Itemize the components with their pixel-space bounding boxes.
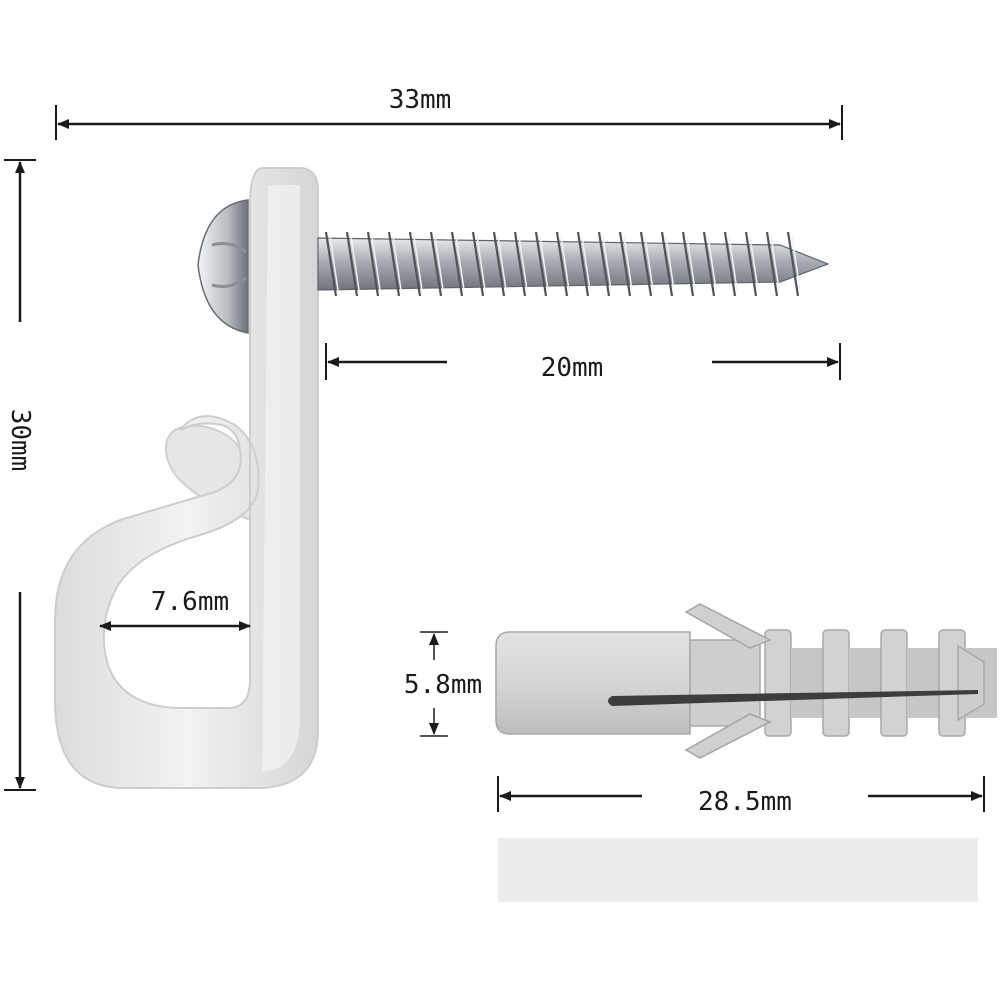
wall-anchor bbox=[495, 603, 997, 759]
plastic-hook bbox=[54, 167, 319, 789]
dimension-overall-width: 33mm bbox=[55, 85, 843, 140]
thread-ridge bbox=[387, 231, 401, 297]
thread-ridge bbox=[744, 231, 758, 297]
anchor-collar bbox=[689, 639, 761, 727]
hook-body bbox=[54, 167, 319, 789]
screw-head-slot bbox=[211, 242, 247, 288]
anchor-tube bbox=[495, 631, 691, 735]
thread-ridge bbox=[345, 231, 359, 297]
anchor-rib bbox=[764, 629, 792, 737]
thread-highlight bbox=[497, 235, 507, 291]
thread-ridge bbox=[429, 231, 443, 297]
thread-highlight bbox=[413, 235, 423, 291]
dimension-anchor-length: 28.5mm bbox=[497, 776, 985, 817]
thread-highlight bbox=[455, 235, 465, 291]
thread-ridge bbox=[366, 231, 380, 297]
thread-ridge bbox=[723, 231, 737, 297]
screw-shank bbox=[317, 237, 830, 291]
thread-ridge bbox=[660, 231, 674, 297]
anchor-rib-gap bbox=[849, 648, 881, 718]
thread-highlight bbox=[371, 235, 381, 291]
thread-highlight bbox=[329, 235, 339, 291]
thread-ridge bbox=[471, 231, 485, 297]
anchor-length-label: 28.5mm bbox=[698, 787, 792, 817]
thread-ridge bbox=[513, 231, 527, 297]
screw-length-label: 20mm bbox=[541, 353, 604, 383]
anchor-rib bbox=[822, 629, 850, 737]
thread-ridge bbox=[492, 231, 506, 297]
anchor-tip bbox=[957, 644, 985, 722]
thread-ridge bbox=[702, 231, 716, 297]
thread-ridge bbox=[618, 231, 632, 297]
thread-highlight bbox=[749, 235, 759, 291]
anchor-slot bbox=[608, 690, 978, 706]
thread-highlight bbox=[791, 235, 801, 291]
dimension-hook-opening: 7.6mm bbox=[99, 587, 251, 631]
thread-ridge bbox=[576, 231, 590, 297]
thread-highlight bbox=[728, 235, 738, 291]
thread-highlight bbox=[476, 235, 486, 291]
anchor-rib bbox=[880, 629, 908, 737]
thread-ridge bbox=[408, 231, 422, 297]
thread-highlight bbox=[581, 235, 591, 291]
thread-highlight bbox=[392, 235, 402, 291]
thread-highlight bbox=[665, 235, 675, 291]
hook-face-highlight bbox=[262, 185, 300, 772]
thread-highlight bbox=[623, 235, 633, 291]
overall-width-label: 33mm bbox=[389, 85, 452, 115]
thread-ridge bbox=[555, 231, 569, 297]
thread-ridge bbox=[786, 231, 800, 297]
thread-ridge bbox=[681, 231, 695, 297]
thread-highlight bbox=[770, 235, 780, 291]
anchor-rib-gap bbox=[907, 648, 939, 718]
dimension-screw-length: 20mm bbox=[325, 343, 841, 383]
thread-highlight bbox=[686, 235, 696, 291]
dimension-hook-height: 30mm bbox=[4, 159, 36, 791]
anchor-fin-top bbox=[684, 603, 772, 649]
anchor-rib-gap bbox=[791, 648, 823, 718]
thread-ridge bbox=[597, 231, 611, 297]
thread-ridge bbox=[765, 231, 779, 297]
thread-highlight bbox=[560, 235, 570, 291]
thread-highlight bbox=[434, 235, 444, 291]
adhesive-tape-strip bbox=[498, 838, 978, 902]
thread-highlight bbox=[350, 235, 360, 291]
thread-highlight bbox=[644, 235, 654, 291]
screw bbox=[197, 199, 830, 334]
thread-highlight bbox=[539, 235, 549, 291]
screw-head bbox=[197, 199, 249, 334]
anchor-fin-bottom bbox=[684, 713, 772, 759]
thread-ridge bbox=[639, 231, 653, 297]
dimension-anchor-diameter: 5.8mm bbox=[404, 631, 482, 737]
thread-ridge bbox=[534, 231, 548, 297]
screw-threads bbox=[324, 231, 801, 297]
thread-ridge bbox=[450, 231, 464, 297]
hook-opening-label: 7.6mm bbox=[151, 587, 229, 617]
hook-height-label: 30mm bbox=[5, 409, 35, 472]
thread-highlight bbox=[602, 235, 612, 291]
thread-ridge bbox=[324, 231, 338, 297]
thread-highlight bbox=[518, 235, 528, 291]
anchor-diameter-label: 5.8mm bbox=[404, 670, 482, 700]
thread-highlight bbox=[707, 235, 717, 291]
